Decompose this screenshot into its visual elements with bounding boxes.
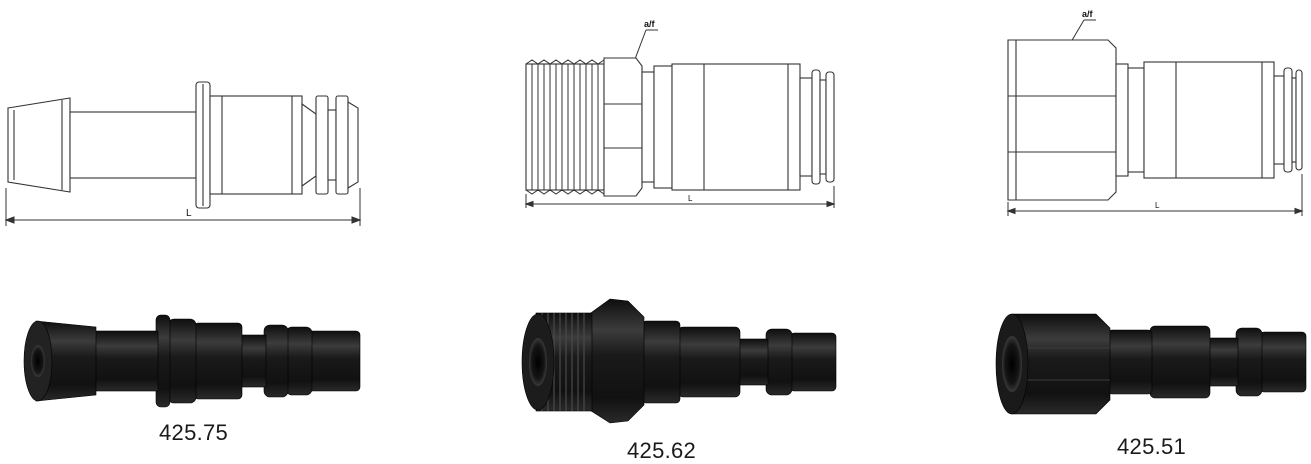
female-thread-plug-photo <box>995 313 1307 415</box>
hose-tail-plug-photo <box>23 314 361 408</box>
callout-af-label: a/f <box>1082 9 1094 19</box>
male-thread-plug-photo <box>521 298 837 424</box>
product-code-425-75: 425.75 <box>159 420 229 445</box>
product-render-425-62 <box>512 295 842 435</box>
drawing-male-thread-plug: a/f <box>518 8 843 213</box>
callout-af-label: a/f <box>644 19 656 29</box>
thread-lines <box>525 59 605 195</box>
product-render-425-51 <box>990 308 1308 420</box>
product-render-425-75 <box>18 305 368 415</box>
dimension-label-l: L <box>1155 201 1160 210</box>
female-thread-plug-outline: a/f L <box>1006 9 1304 216</box>
dimension-label-l: L <box>186 208 192 219</box>
drawing-female-thread-plug: a/f L <box>1000 8 1305 218</box>
drawing-hose-tail-plug: L <box>0 70 370 230</box>
product-code-425-51: 425.51 <box>1117 434 1187 459</box>
male-thread-plug-outline: a/f <box>524 19 836 208</box>
hose-tail-plug-outline: L <box>4 81 362 226</box>
product-code-425-62: 425.62 <box>627 438 697 463</box>
dimension-label-l: L <box>688 194 693 203</box>
